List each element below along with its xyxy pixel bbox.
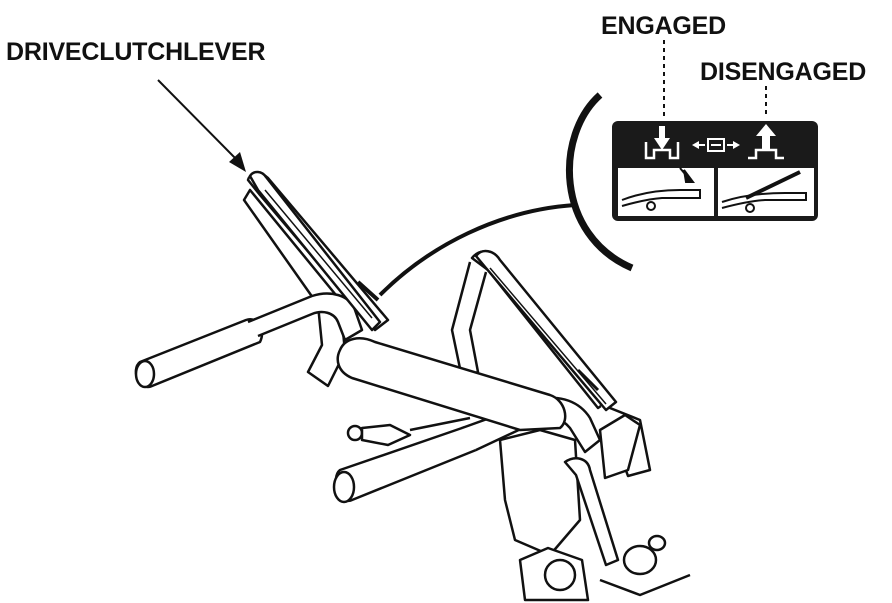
drive-clutch-lever-label: DRIVECLUTCHLEVER xyxy=(6,38,266,66)
engaged-label: ENGAGED xyxy=(601,12,727,40)
lower-mechanism xyxy=(346,413,691,602)
disengaged-label: DISENGAGED xyxy=(700,58,867,86)
gear-box-icon xyxy=(692,138,740,152)
arrow-up-icon xyxy=(748,124,784,160)
clutch-decal xyxy=(612,121,818,221)
disengaged-lever-pictogram xyxy=(721,170,807,213)
crossbar xyxy=(336,337,567,432)
right-control-lever xyxy=(474,249,618,412)
lever-leader-line xyxy=(157,79,246,172)
drive-clutch-lever xyxy=(248,170,382,332)
arrow-down-icon xyxy=(644,126,680,160)
engaged-lever-pictogram xyxy=(621,167,701,211)
decal-engaged-panel xyxy=(618,168,714,216)
callout-bracket xyxy=(378,92,634,297)
